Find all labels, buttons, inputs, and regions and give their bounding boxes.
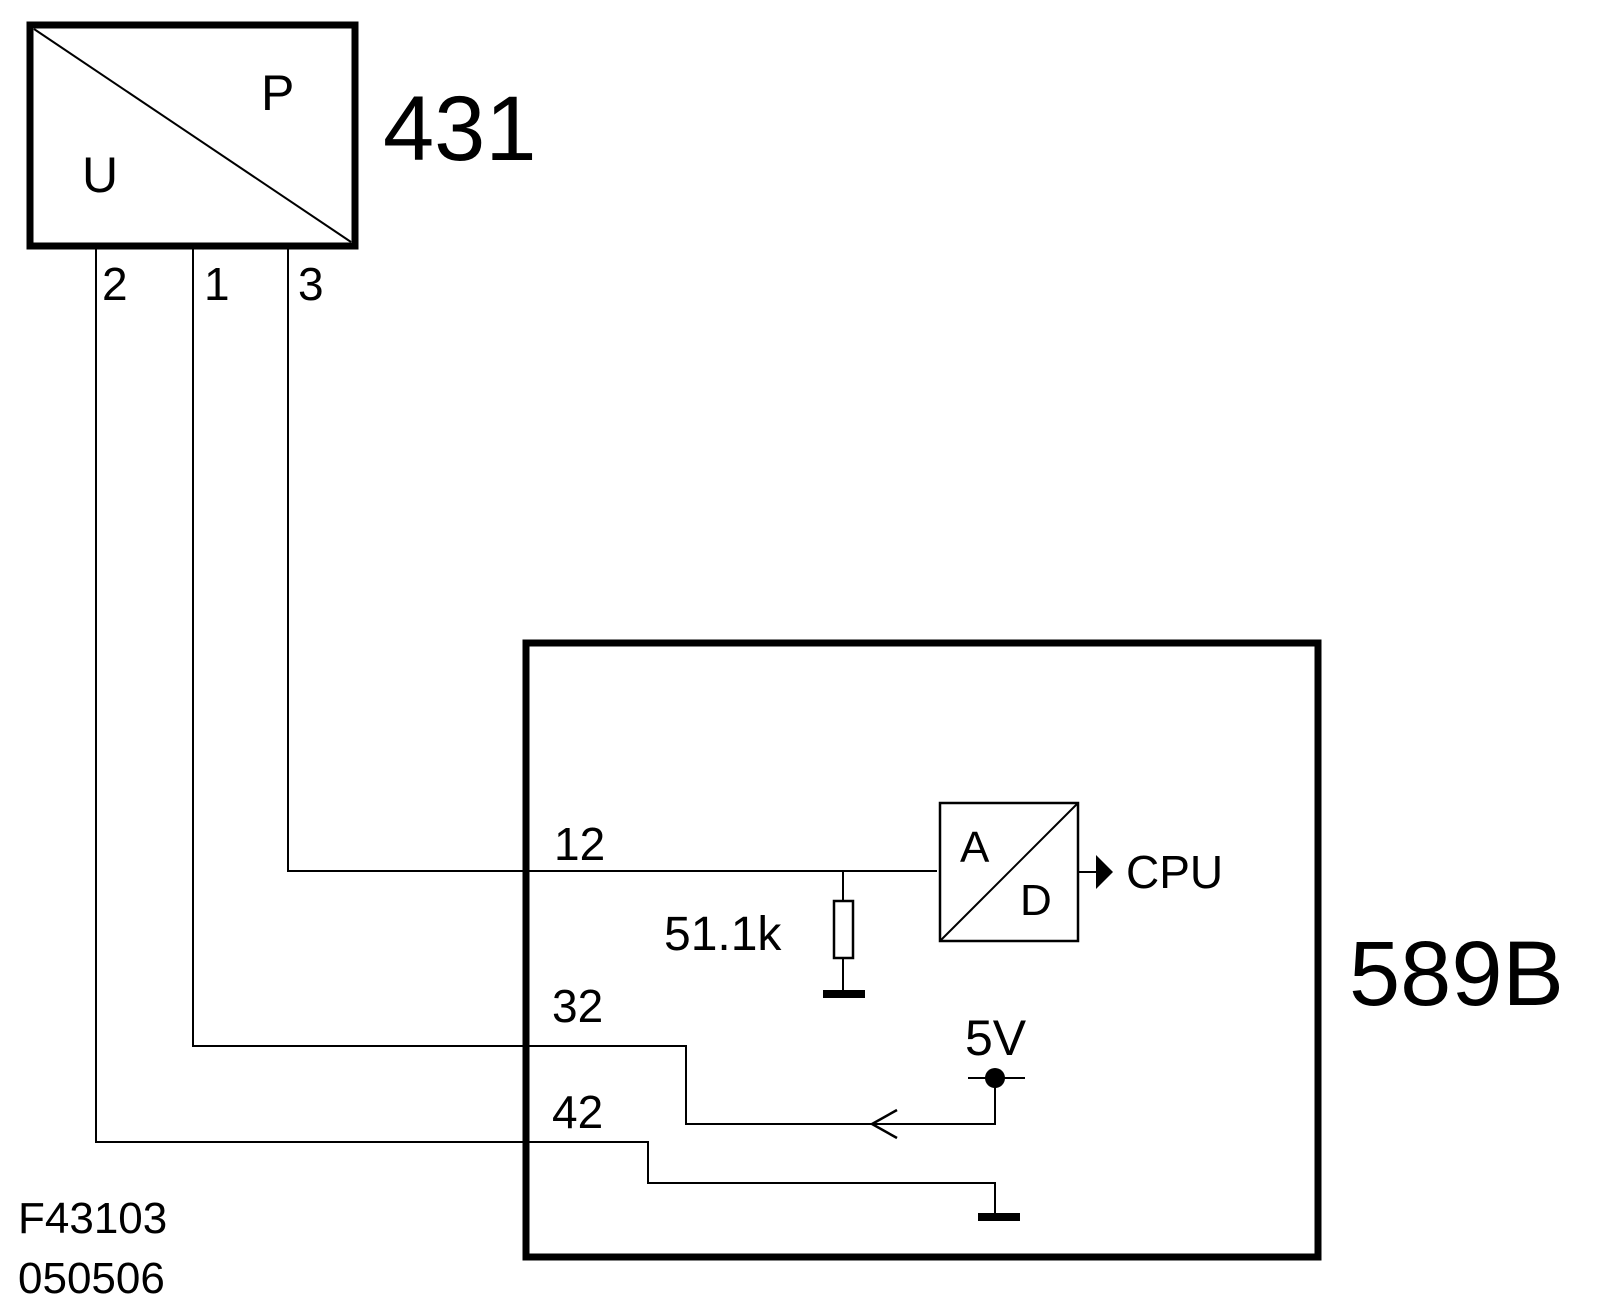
sensor-pin-1-label: 1 xyxy=(204,258,230,310)
supply-node-dot xyxy=(985,1068,1005,1088)
sensor-431: P U 431 2 1 3 xyxy=(26,21,537,310)
resistor-value-label: 51.1k xyxy=(664,908,782,961)
supply-label: 5V xyxy=(965,1010,1027,1066)
wires xyxy=(95,246,996,1214)
sensor-diagonal xyxy=(33,28,352,243)
cpu-label: CPU xyxy=(1126,846,1223,898)
resistor-body xyxy=(832,899,855,960)
sensor-pin-2-label: 2 xyxy=(102,258,128,310)
adc-input-label: A xyxy=(960,823,990,872)
supply-arrow-icon xyxy=(869,1108,898,1140)
module-pin-42-label: 42 xyxy=(552,1086,603,1138)
adc-output-label: D xyxy=(1020,876,1052,925)
figure-code: F43103 xyxy=(18,1194,167,1243)
module-pin-12-label: 12 xyxy=(554,818,605,870)
sensor-id-label: 431 xyxy=(383,78,537,180)
wire-pin1-to-pin32 xyxy=(192,246,996,1125)
module-id-label: 589B xyxy=(1349,923,1564,1025)
module-box xyxy=(522,639,1322,1261)
pulldown-resistor: 51.1k xyxy=(664,871,865,998)
supply-5v: 5V xyxy=(869,1010,1027,1140)
footer: F43103 050506 xyxy=(18,1194,167,1303)
wire-pin2-to-pin42 xyxy=(95,246,996,1214)
sensor-output-label: P xyxy=(261,65,294,121)
sensor-pin-3-label: 3 xyxy=(298,258,324,310)
module-pin-32-label: 32 xyxy=(552,980,603,1032)
cpu-arrow-icon xyxy=(1096,855,1113,889)
wire-pin3-to-pin12 xyxy=(287,246,937,872)
date-code: 050506 xyxy=(18,1254,165,1303)
sensor-input-label: U xyxy=(82,147,118,203)
ad-converter: A D CPU xyxy=(938,801,1223,943)
module-589b: 589B 12 32 42 51.1k A D CPU 5V xyxy=(522,639,1564,1261)
ad-converter-diagonal xyxy=(939,802,1079,942)
